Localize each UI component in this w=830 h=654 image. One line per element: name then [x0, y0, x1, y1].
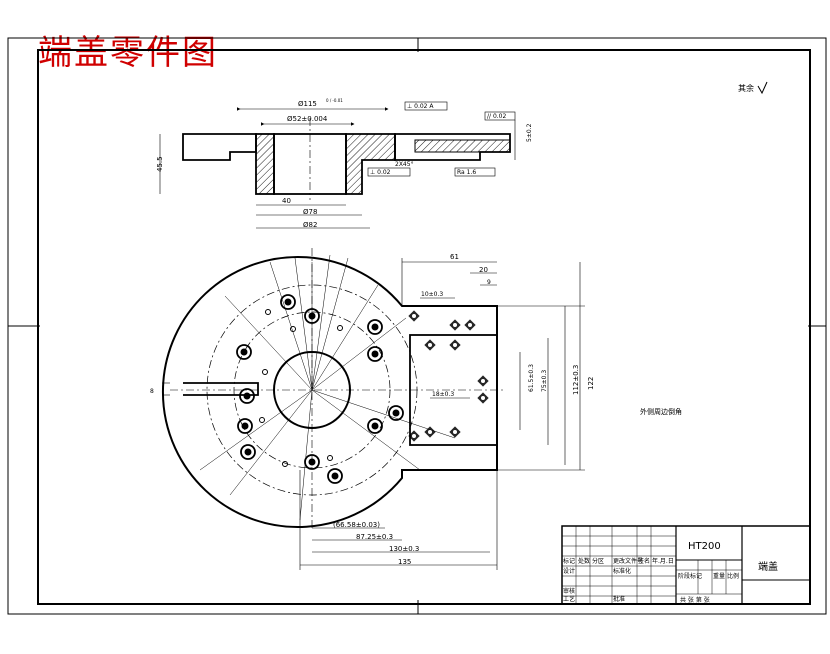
tol-box-3: ⊥ 0.02	[370, 169, 391, 176]
bolt-hole-core	[243, 392, 251, 400]
pocket-hole-center	[412, 434, 416, 438]
title-block	[561, 525, 811, 605]
edge-note: 外侧周边倒角	[640, 407, 682, 416]
dim-61v: 61.5±0.3	[528, 364, 535, 392]
dim-8: 8	[150, 388, 154, 395]
pocket-holes	[408, 310, 489, 442]
bolt-hole-outer	[367, 319, 383, 335]
section-view	[159, 101, 516, 229]
bolt-hole-outer	[304, 454, 320, 470]
dim-10: 10±0.3	[421, 291, 443, 298]
tb-h-count: 处数	[578, 557, 590, 565]
ra-label: Ra 1.6	[457, 169, 476, 176]
pin-hole	[282, 461, 288, 467]
dim-40: 40	[282, 197, 291, 205]
pin-hole	[337, 325, 343, 331]
plan-view	[162, 248, 585, 570]
dim-78: Ø78	[303, 208, 317, 216]
tol-box-1: ⊥ 0.02 A	[407, 103, 434, 110]
bolt-hole-core	[240, 348, 248, 356]
bolt-hole-outer	[327, 468, 343, 484]
tb-h-process: 工艺	[563, 595, 575, 603]
dim-20: 20	[479, 266, 488, 274]
tb-h-date: 年.月.日	[652, 557, 674, 565]
pocket-hole-center	[428, 430, 432, 434]
dim-left-height: 45.5	[156, 156, 164, 172]
dim-112: 112±0.3	[572, 365, 580, 395]
pocket-hole-center	[481, 379, 485, 383]
tb-material: HT200	[688, 541, 721, 552]
pocket-hole-center	[453, 430, 457, 434]
tb-h-check: 审核	[563, 587, 575, 595]
pin-hole	[259, 417, 265, 423]
plan-dim-labels: 61 20 9 10±0.3 (66.58±0.03) 87.25±0.3 13…	[150, 253, 682, 566]
chamfer-label: 2X45°	[395, 161, 414, 168]
tb-h-sign: 签名	[638, 557, 650, 565]
pocket-hole-center	[468, 323, 472, 327]
bolt-hole-outer	[367, 346, 383, 362]
dim-61: 61	[450, 253, 459, 261]
section-dim-labels: Ø115 0 / -0.01 Ø52±0.004 45.5 40 Ø78 Ø82…	[156, 98, 533, 229]
drawing-title: 端盖零件图	[38, 33, 218, 73]
dim-18: 18±0.3	[432, 391, 454, 398]
tb-h-stage: 阶段标记	[678, 572, 702, 580]
bolt-hole-core	[371, 350, 379, 358]
dim-bore: Ø52±0.004	[287, 115, 328, 123]
dim-135: 135	[398, 558, 411, 566]
bolt-hole-core	[371, 323, 379, 331]
dim-130: 130±0.3	[389, 545, 419, 553]
tb-h-approve: 批准	[613, 595, 625, 603]
pin-hole	[262, 369, 268, 375]
bolt-hole-outer	[239, 388, 255, 404]
bolt-hole-core	[308, 458, 316, 466]
tb-part-name: 端盖	[758, 560, 778, 573]
bolt-hole-outer	[280, 294, 296, 310]
tol-box-2: // 0.02	[487, 113, 506, 120]
dim-66: (66.58±0.03)	[333, 521, 380, 529]
bolt-hole-outer	[237, 418, 253, 434]
tb-h-weight: 重量	[713, 572, 725, 580]
svg-text:其余: 其余	[738, 83, 754, 93]
sheet-frame	[7, 37, 827, 615]
pocket-hole-center	[481, 396, 485, 400]
pin-hole	[265, 309, 271, 315]
bolt-hole-core	[331, 472, 339, 480]
pocket-hole-center	[412, 314, 416, 318]
pocket-hole-center	[428, 343, 432, 347]
bolt-hole-outer	[240, 444, 256, 460]
pin-hole	[290, 326, 296, 332]
roughness-note: 其余	[738, 81, 768, 95]
tb-h-mark: 标记	[563, 557, 575, 565]
tb-h-std: 标准化	[613, 567, 631, 575]
bolt-hole-outer	[388, 405, 404, 421]
pocket-hole-center	[453, 323, 457, 327]
dim-87: 87.25±0.3	[356, 533, 393, 541]
bolt-hole-outer	[236, 344, 252, 360]
tb-h-scale: 比例	[727, 572, 739, 580]
bolt-hole-core	[244, 448, 252, 456]
bolt-holes	[236, 294, 404, 484]
dim-82: Ø82	[303, 221, 317, 229]
tb-h-zone: 分区	[592, 557, 604, 565]
tb-h-sheets: 共 张 第 张	[680, 596, 710, 604]
dim-z: 5±0.2	[526, 123, 533, 142]
tb-h-design: 设计	[563, 567, 575, 575]
bolt-hole-outer	[304, 308, 320, 324]
bolt-hole-core	[284, 298, 292, 306]
pin-hole	[327, 455, 333, 461]
title-block-text: 标记 处数 分区 更改文件号 签名 年.月.日 设计 标准化 审核 工艺 批准 …	[563, 541, 778, 604]
dim-top-dia: Ø115	[298, 100, 317, 108]
bolt-hole-outer	[367, 418, 383, 434]
tb-h-docno: 更改文件号	[613, 557, 643, 565]
bolt-hole-core	[308, 312, 316, 320]
dim-top-tol: 0 / -0.01	[326, 98, 343, 103]
bolt-hole-core	[241, 422, 249, 430]
dim-122: 122	[587, 377, 595, 390]
bolt-hole-core	[392, 409, 400, 417]
dim-9: 9	[487, 279, 491, 286]
dim-75: 75±0.3	[541, 370, 548, 392]
bolt-hole-core	[371, 422, 379, 430]
pocket-hole-center	[453, 343, 457, 347]
